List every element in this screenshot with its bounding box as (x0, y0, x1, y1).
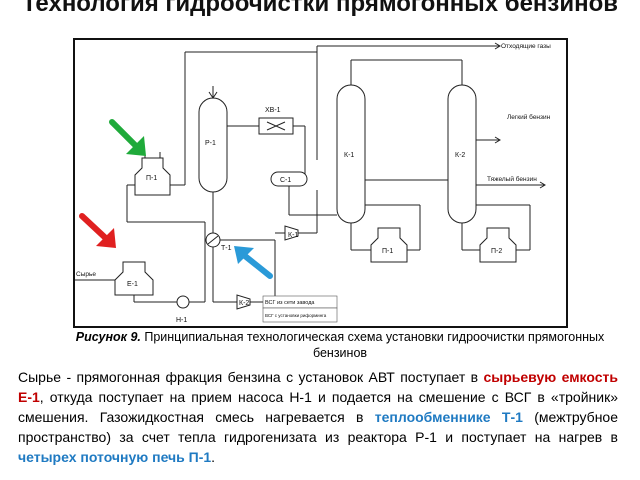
process-flow-diagram: Р-1 П-1 Е-1 Н-1 Т-1 ХВ-1 С-1 К-1 К-2 К-1… (73, 38, 568, 328)
body-part-3: (межтрубное пространство) за счет тепла … (18, 409, 619, 445)
furnace-p1-left (134, 157, 171, 196)
label-e1: Е-1 (127, 281, 138, 288)
furnace-p1-right (370, 227, 408, 263)
label-k2: К-2 (455, 152, 465, 159)
pump-h1 (176, 295, 190, 309)
label-k2-comp: К-2 (239, 300, 249, 307)
label-vsg-reform: ВСГ с установки риформинга (265, 313, 327, 318)
label-p1-right: П-1 (382, 248, 393, 255)
label-k1-comp: К-1 (288, 232, 298, 239)
feed-tank-e1 (114, 261, 154, 296)
body-part-1: Сырье - прямогонная фракция бензина с ус… (18, 369, 484, 385)
label-vsg-plant: ВСГ из сети завода (265, 300, 315, 306)
body-part-2: , откуда поступает на прием насоса Н-1 и… (18, 389, 618, 425)
furnace-p2 (479, 227, 517, 263)
vsg-reform-box (262, 307, 338, 323)
caption-lead: Рисунок 9. (75, 330, 141, 344)
highlight-heat-exchanger: теплообменнике Т-1 (374, 409, 523, 425)
label-p2: П-2 (491, 248, 502, 255)
label-k1: К-1 (344, 152, 354, 159)
blue-arrow-icon (234, 246, 273, 279)
label-xv1: ХВ-1 (265, 107, 281, 114)
compressor-k1 (284, 225, 299, 241)
body-part-4: . (211, 449, 216, 465)
label-r1: Р-1 (205, 140, 216, 147)
label-feed: Сырье (76, 271, 96, 278)
label-s1: С-1 (280, 177, 291, 184)
label-p1-left: П-1 (146, 175, 157, 182)
process-flow-svg: Р-1 П-1 Е-1 Н-1 Т-1 ХВ-1 С-1 К-1 К-2 К-1… (75, 42, 551, 324)
highlight-feed-tank: сырьевую емкость Е-1 (18, 369, 618, 405)
description-paragraph: Сырье - прямогонная фракция бензина с ус… (18, 367, 618, 467)
green-arrow-icon (109, 119, 146, 156)
compressor-k2 (236, 294, 251, 310)
label-heavy-naphtha: Тяжелый бензин (487, 175, 537, 183)
caption-text: Принципиальная технологическая схема уст… (140, 330, 605, 360)
label-light-naphtha: Легкий бензин (507, 113, 551, 121)
red-arrow-icon (79, 213, 116, 248)
label-t1: Т-1 (221, 245, 232, 252)
page-title: Технология гидроочистки прямогонных бенз… (21, 0, 619, 17)
figure-caption: Рисунок 9. Принципиальная технологическа… (60, 329, 620, 361)
highlight-furnace: четырех поточную печь П-1 (18, 449, 212, 465)
label-h1: Н-1 (176, 317, 187, 324)
label-off-gas: Отходящие газы (501, 43, 551, 50)
